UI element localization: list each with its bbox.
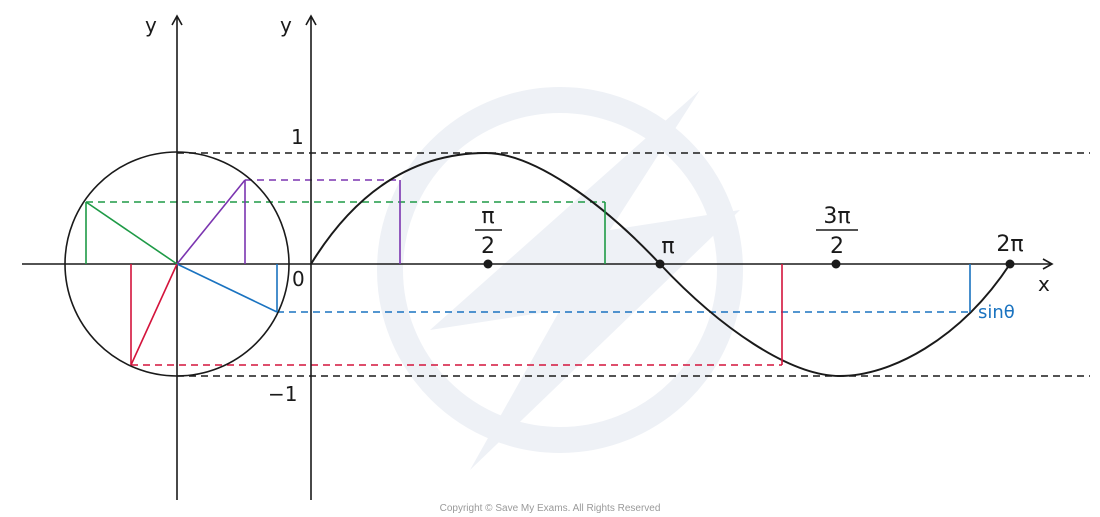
x-axis-label: x: [1038, 272, 1050, 296]
tick-label-pi-over-2-denominator: 2: [481, 234, 495, 259]
sin-theta-label: sinθ: [978, 302, 1015, 323]
radius-purple: [176, 179, 246, 265]
tick-label-3pi-over-2-denominator: 2: [830, 234, 844, 259]
copyright-notice: Copyright © Save My Exams. All Rights Re…: [439, 503, 661, 514]
dot-2pi: [1005, 259, 1015, 269]
watermark-logo: [377, 87, 743, 470]
tick-label-neg-one: −1: [268, 382, 297, 406]
radius-blue: [176, 263, 278, 313]
tick-label-one: 1: [291, 125, 304, 149]
tick-label-2pi: 2π: [996, 232, 1023, 257]
tick-label-pi-over-2-numerator: π: [481, 204, 494, 229]
dot-pi: [655, 259, 665, 269]
radius-green: [85, 201, 178, 265]
tick-label-pi: π: [661, 234, 674, 259]
origin-label: 0: [292, 267, 305, 291]
dot-pi-over-2: [483, 259, 493, 269]
radius-red: [130, 263, 178, 366]
unit-circle: [64, 151, 290, 377]
tick-label-3pi-over-2-numerator: 3π: [823, 204, 850, 229]
circle-y-label: y: [145, 13, 157, 37]
dot-3pi-over-2: [831, 259, 841, 269]
graph-y-label: y: [280, 13, 292, 37]
